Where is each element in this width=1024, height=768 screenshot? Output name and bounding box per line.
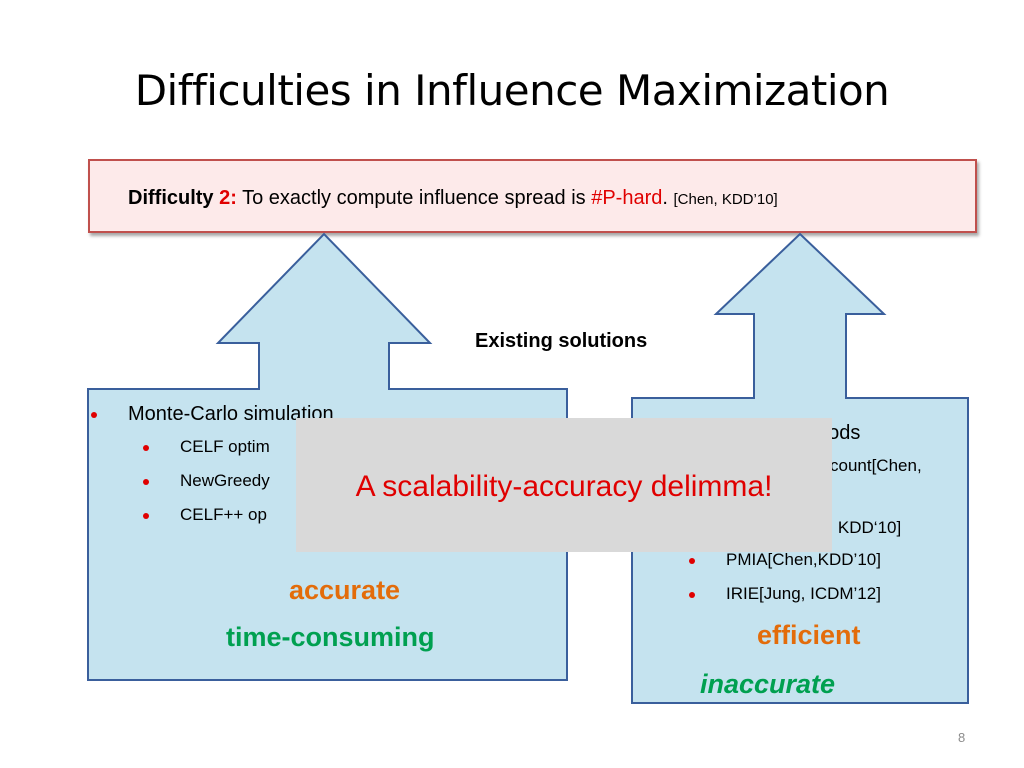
difficulty-period: . [662,187,668,209]
list-item-label: g, KDD‘10] [819,518,902,537]
list-item: PMIA[Chen,KDD’10] [632,550,922,584]
page-number: 8 [958,730,966,745]
left-con-label: time-consuming [226,622,435,652]
right-con-label: inaccurate [700,669,836,699]
difficulty-statement: Difficulty 2: To exactly compute influen… [128,187,778,210]
left-pro-label: accurate [289,575,401,605]
left-method-list: Monte-Carlo simulation CELF optim NewGre… [88,403,334,539]
existing-solutions-label: Existing solutions [475,330,648,352]
bullet-icon [689,592,695,598]
list-item: count[Chen, [632,456,922,518]
list-item-label: CELF++ op [180,505,267,524]
bullet-icon [143,513,149,519]
dilemma-box: A scalability-accuracy delimma! [296,418,832,552]
difficulty-number: 2: [219,187,237,209]
right-method-list: hods count[Chen, g, KDD‘10] PMIA[Chen,KD… [632,422,922,618]
list-item-label: Monte-Carlo simulation [128,403,334,425]
list-item-label: count[Chen, [830,456,922,475]
list-item-label: IRIE[Jung, ICDM’12] [726,584,881,603]
list-item: CELF++ op [88,505,334,539]
list-item-label: CELF optim [180,437,270,456]
list-item-label: PMIA[Chen,KDD’10] [726,550,881,569]
bullet-icon [91,412,97,418]
list-item-label: NewGreedy [180,471,270,490]
bullet-icon [143,445,149,451]
bullet-icon [689,558,695,564]
difficulty-label: Difficulty [128,187,214,209]
list-item: CELF optim [88,437,334,471]
list-item: g, KDD‘10] [632,518,922,550]
difficulty-box: Difficulty 2: To exactly compute influen… [88,159,977,233]
list-item: NewGreedy [88,471,334,505]
list-item: IRIE[Jung, ICDM’12] [632,584,922,618]
complexity-class: #P-hard [591,187,663,209]
citation: [Chen, KDD’10] [673,191,778,208]
page-title: Difficulties in Influence Maximization [134,66,890,115]
bullet-icon [143,479,149,485]
difficulty-text: To exactly compute influence spread is [242,187,586,209]
right-pro-label: efficient [757,620,861,650]
dilemma-text: A scalability-accuracy delimma! [355,470,773,503]
list-item: Monte-Carlo simulation [88,403,334,437]
